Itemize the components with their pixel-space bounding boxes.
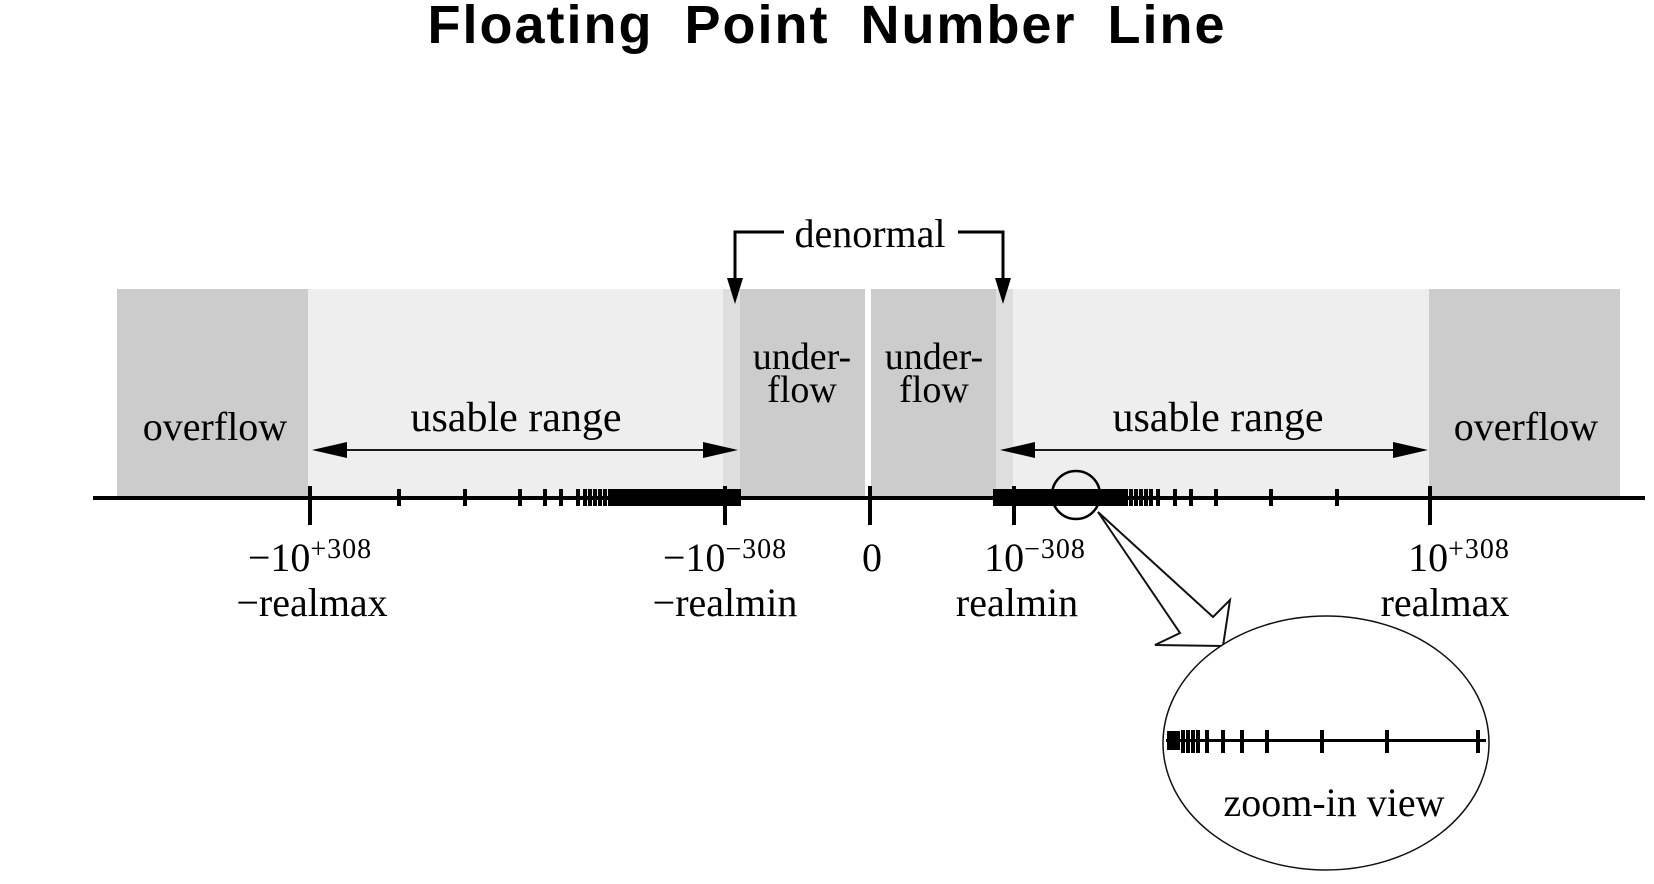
minor-tick-2 [518, 489, 522, 506]
denormal-bracket-left-line [733, 230, 784, 280]
region-fill-overflow-left [117, 289, 308, 497]
minor-tick-0 [397, 489, 401, 506]
overflow-right-label: overflow [1453, 404, 1599, 449]
zoom-inset-tick-10 [1476, 730, 1480, 753]
dense-bar-right [993, 489, 1128, 506]
axis-label-realmax-word: realmax [1380, 580, 1510, 625]
underflow-left-label: under- flow [752, 336, 852, 411]
zoom-inset-tick-9 [1385, 730, 1389, 753]
axis-label-neg-realmin-exponent: −308 [725, 534, 788, 565]
minor-tick-9 [598, 489, 602, 506]
region-fill-denormal-left [723, 289, 740, 497]
zoom-inset-tick-4 [1205, 730, 1209, 753]
underflow-right-line2: flow [899, 369, 969, 411]
zoom-inset-tick-6 [1240, 730, 1244, 753]
minor-tick-14 [1144, 489, 1148, 506]
zoom-callout-arrow [1097, 511, 1232, 648]
minor-tick-19 [1214, 489, 1218, 506]
minor-tick-17 [1173, 489, 1177, 506]
page-title: Floating Point Number Line [427, 0, 1227, 55]
minor-tick-11 [1129, 489, 1133, 506]
major-tick-2 [868, 486, 872, 525]
axis-label-neg-realmin-power: −10−308 [662, 534, 788, 580]
major-tick-0 [308, 486, 312, 525]
minor-tick-10 [603, 489, 607, 506]
region-fill-usable-right [1013, 289, 1429, 497]
axis-label-neg-realmax-power: −10+308 [247, 534, 373, 580]
axis-label-neg-realmin-word: −realmin [652, 580, 798, 625]
zoom-inset-dense-block [1167, 731, 1180, 750]
zoom-inset-tick-5 [1221, 730, 1225, 753]
major-tick-4 [1428, 486, 1432, 525]
zoom-caption: zoom-in view [1223, 780, 1445, 825]
zoom-ellipse [1162, 615, 1490, 871]
minor-tick-15 [1149, 489, 1153, 506]
axis-label-neg-realmax-word: −realmax [236, 580, 388, 625]
minor-tick-4 [559, 489, 563, 506]
usable-range-right-label: usable range [1112, 395, 1324, 441]
axis-label-realmin-exponent: −308 [1024, 534, 1086, 565]
minor-tick-1 [463, 489, 467, 506]
underflow-right-label: under- flow [884, 336, 984, 411]
minor-tick-16 [1156, 489, 1160, 506]
region-fill-underflow-right [871, 289, 996, 497]
denormal-bracket-right-line [958, 230, 1005, 280]
axis-label-realmin-word: realmin [955, 580, 1079, 625]
zoom-inset-tick-3 [1196, 730, 1200, 753]
zoom-inset-tick-0 [1181, 730, 1185, 753]
dense-bar-left [608, 489, 741, 506]
axis-label-realmax-exponent: +308 [1448, 534, 1510, 565]
underflow-left-line2: flow [767, 369, 837, 411]
zoom-inset-tick-7 [1265, 730, 1269, 753]
minor-tick-3 [543, 489, 547, 506]
minor-tick-12 [1134, 489, 1138, 506]
minor-tick-13 [1139, 489, 1143, 506]
axis-label-zero-power: 0 [862, 535, 882, 580]
axis-label-realmax-power: 10+308 [1408, 534, 1510, 580]
usable-range-left-label: usable range [410, 395, 622, 441]
region-fill-usable-left [308, 289, 723, 497]
minor-tick-6 [583, 489, 587, 506]
region-fill-denormal-right [996, 289, 1013, 497]
underflow-left-line1: under- [752, 336, 852, 378]
region-fill-underflow-left [740, 289, 865, 497]
axis-label-neg-realmax-exponent: +308 [310, 534, 373, 565]
minor-tick-21 [1335, 489, 1339, 506]
zoom-inset-tick-2 [1191, 730, 1195, 753]
minor-tick-5 [576, 489, 580, 506]
zoom-inset-tick-1 [1186, 730, 1190, 753]
denormal-label: denormal [794, 211, 946, 256]
minor-tick-18 [1189, 489, 1193, 506]
minor-tick-8 [593, 489, 597, 506]
axis-label-realmin-power: 10−308 [984, 534, 1086, 580]
overflow-left-label: overflow [142, 404, 288, 449]
underflow-right-line1: under- [884, 336, 984, 378]
zoom-inset-tick-8 [1320, 730, 1324, 753]
region-fill-overflow-right [1429, 289, 1620, 497]
minor-tick-7 [588, 489, 592, 506]
minor-tick-20 [1269, 489, 1273, 506]
